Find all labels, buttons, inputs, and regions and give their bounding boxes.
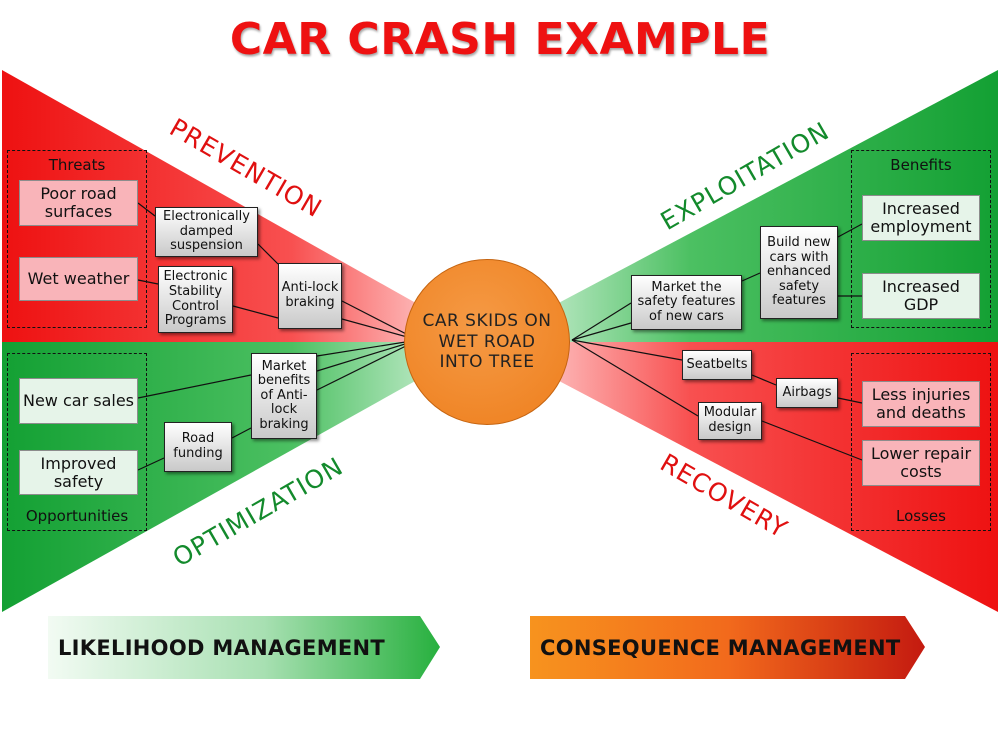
control-build-new-safer-cars: Build new cars with enhanced safety feat… (760, 226, 838, 319)
opportunity-new-car-sales: New car sales (19, 378, 138, 424)
losses-label: Losses (896, 507, 946, 525)
consequence-management-label: CONSEQUENCE MANAGEMENT (540, 635, 901, 660)
central-event: CAR SKIDS ON WET ROAD INTO TREE (404, 259, 570, 425)
control-anti-lock-braking: Anti-lock braking (278, 263, 342, 329)
consequence-arrow-shape (530, 616, 925, 679)
threat-wet-weather: Wet weather (19, 257, 138, 301)
benefits-group (851, 150, 991, 328)
loss-lower-repair-costs: Lower repair costs (862, 440, 980, 486)
control-airbags: Airbags (776, 378, 838, 408)
loss-less-injuries-and-deaths: Less injuries and deaths (862, 381, 980, 427)
benefits-label: Benefits (890, 156, 952, 174)
control-electronic-stability-control: Electronic Stability Control Programs (158, 266, 233, 333)
threats-label: Threats (48, 156, 106, 174)
benefit-increased-gdp: Increased GDP (862, 273, 980, 319)
opportunities-label: Opportunities (25, 507, 129, 525)
control-road-funding: Road funding (164, 422, 232, 472)
threats-group (7, 150, 147, 328)
control-seatbelts: Seatbelts (682, 350, 752, 380)
control-market-safety-features: Market the safety features of new cars (631, 275, 742, 330)
control-electronically-damped-suspension: Electronically damped suspension (155, 207, 258, 257)
threat-poor-road-surfaces: Poor road surfaces (19, 180, 138, 226)
likelihood-arrow-shape (48, 616, 440, 679)
losses-group (851, 353, 991, 531)
opportunity-improved-safety: Improved safety (19, 450, 138, 495)
benefit-increased-employment: Increased employment (862, 195, 980, 241)
control-market-benefits-anti-lock: Market benefits of Anti-lock braking (251, 353, 317, 439)
likelihood-management-label: LIKELIHOOD MANAGEMENT (58, 635, 386, 660)
control-modular-design: Modular design (698, 402, 762, 440)
central-event-text: CAR SKIDS ON WET ROAD INTO TREE (422, 311, 552, 373)
diagram-title: CAR CRASH EXAMPLE (229, 14, 771, 65)
opportunities-group (7, 353, 147, 531)
